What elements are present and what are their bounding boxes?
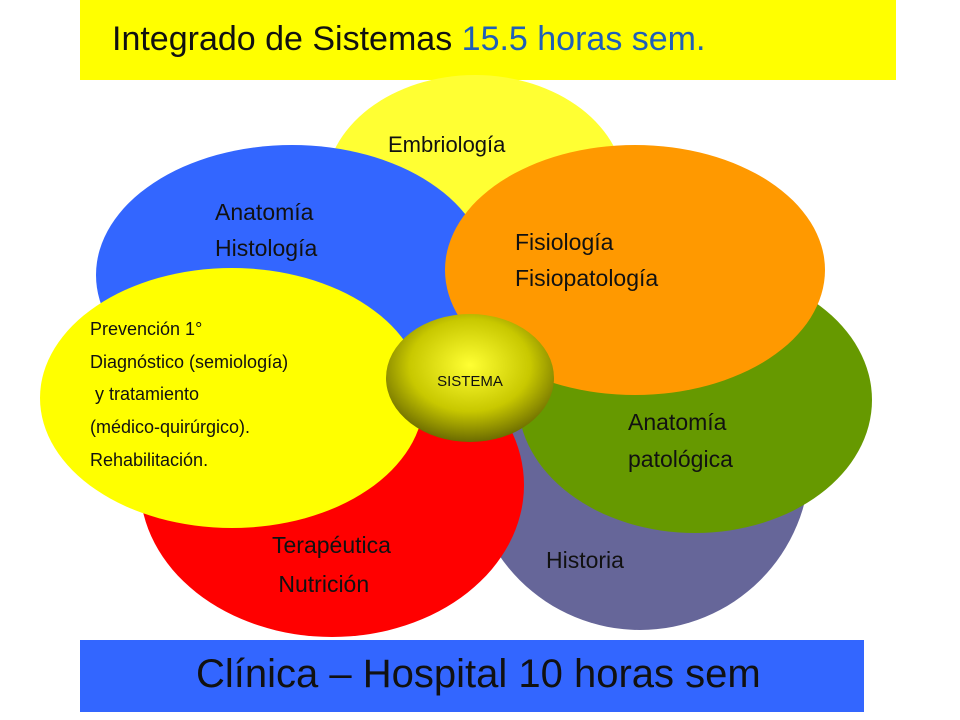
label-anat-patologica-1: Anatomía [628,409,727,435]
label-anatomia-1: Anatomía [215,199,314,225]
label-prevencion-4: (médico-quirúrgico). [90,417,250,437]
petal-prevencion [40,268,424,528]
label-anatomia-2: Histología [215,235,317,261]
title-hours: 15.5 horas sem. [461,20,706,58]
label-fisiologia-1: Fisiología [515,229,614,255]
label-fisiologia-2: Fisiopatología [515,265,658,291]
label-terapeutica-2: Nutrición [272,571,369,597]
footer-label: Clínica – Hospital 10 horas sem [196,652,761,696]
label-prevencion-1: Prevención 1° [90,319,202,339]
page-title: Integrado de Sistemas 15.5 horas sem. [112,20,705,59]
title-main: Integrado de Sistemas [112,20,453,58]
label-embriologia: Embriología [388,132,506,157]
footer-banner: Clínica – Hospital 10 horas sem [80,640,864,712]
label-prevencion-2: Diagnóstico (semiología) [90,352,288,372]
label-prevencion-5: Rehabilitación. [90,450,208,470]
label-historia: Historia [546,547,624,573]
label-terapeutica-1: Terapéutica [272,532,391,558]
petal-fisiologia [445,145,825,395]
label-center: SISTEMA [437,373,503,390]
label-anat-patologica-2: patológica [628,446,733,472]
header-banner: Integrado de Sistemas 15.5 horas sem. [80,0,896,80]
label-prevencion-3: y tratamiento [90,384,199,404]
center-sistema [386,314,554,442]
